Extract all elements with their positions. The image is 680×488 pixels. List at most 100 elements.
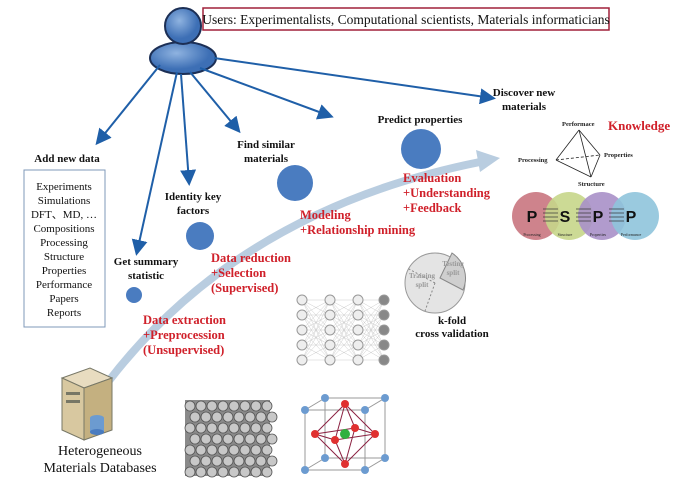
data-source-item: Simulations (38, 195, 91, 207)
similar-node (277, 165, 313, 201)
users-box (202, 7, 610, 31)
lattice-atom (321, 454, 329, 462)
lattice-atom (341, 460, 349, 468)
data-source-item: Properties (42, 265, 87, 277)
lattice-atom (331, 436, 339, 444)
pspp-label: Properties (590, 232, 607, 237)
data-source-item: Structure (44, 251, 84, 263)
stage-modeling: Modeling+Relationship mining (300, 208, 416, 237)
stage-extraction: Data extraction+Preprocession(Unsupervis… (143, 313, 226, 357)
knowledge-label: Knowledge (608, 118, 670, 133)
tetra-right: Properties (604, 152, 633, 159)
nn-node (378, 309, 390, 321)
lattice-atom (371, 430, 379, 438)
cross-validation-pie (404, 252, 466, 314)
tetra-left: Processing (518, 157, 548, 164)
lattice-atom (301, 466, 309, 474)
user-icon (149, 7, 217, 75)
nn-node (352, 354, 364, 366)
nn-node (352, 339, 364, 351)
nn-node (324, 354, 336, 366)
nn-node (324, 294, 336, 306)
lattice-atom (311, 430, 319, 438)
pspp-letter: S (560, 209, 571, 226)
lattice-atom (381, 394, 389, 402)
pspp-label: Processing (523, 232, 540, 237)
pspp-letter: P (593, 209, 604, 226)
data-source-item: Compositions (33, 223, 94, 235)
nn-node (296, 354, 308, 366)
predict-node (401, 129, 441, 169)
identity-node (186, 222, 214, 250)
pspp-label: Structure (558, 232, 573, 237)
lattice-atom (341, 400, 349, 408)
add-new-data-label: Add new data (34, 153, 100, 165)
nn-node (378, 324, 390, 336)
arrow-identity (180, 73, 197, 186)
flow-arc-head (476, 150, 500, 172)
nn-node (378, 339, 390, 351)
stage-reduction: Data reduction+Selection(Supervised) (211, 251, 291, 295)
arrow-add-data (95, 64, 161, 146)
data-source-item: DFT、MD, … (31, 209, 97, 221)
lattice-atom (361, 466, 369, 474)
nn-node (352, 324, 364, 336)
lattice-atom (301, 406, 309, 414)
data-source-item: Performance (36, 279, 92, 291)
pspp-letter: P (626, 209, 637, 226)
pspp-letter: P (527, 209, 538, 226)
predict-label: Predict properties (378, 114, 464, 126)
pspp-label: Performance (621, 232, 642, 237)
pspp-circle (578, 192, 626, 240)
arrow-summary (131, 71, 178, 256)
tetra-bottom: Structure (578, 181, 605, 188)
microscopy-particles (184, 400, 278, 478)
lattice-atom (361, 406, 369, 414)
nn-node (324, 324, 336, 336)
nn-node (324, 339, 336, 351)
database-server-icon (60, 367, 114, 441)
lattice-atom (321, 394, 329, 402)
stage-evaluation: Evaluation+Understanding+Feedback (403, 171, 491, 215)
pspp-circle (611, 192, 659, 240)
data-sources-box (23, 169, 106, 328)
nn-node (352, 309, 364, 321)
arrow-similar (189, 71, 241, 134)
lattice-atom (381, 454, 389, 462)
nn-node (324, 309, 336, 321)
pspp-circle (512, 192, 560, 240)
nn-node (378, 294, 390, 306)
arrow-discover (213, 57, 496, 105)
nn-node (296, 339, 308, 351)
pspp-chain: P Processing S Structure P Properties P Perform… (512, 192, 659, 240)
data-source-item: Papers (49, 293, 78, 305)
nn-node (296, 309, 308, 321)
data-source-item: Experiments (36, 181, 92, 193)
users-label: Users: Experimentalists, Computational s… (202, 12, 610, 27)
crystal-lattice-icon (301, 394, 389, 474)
nn-node (296, 294, 308, 306)
data-source-item: Reports (47, 307, 81, 319)
arrow-predict (199, 67, 334, 120)
lattice-center-atom (340, 429, 350, 439)
nn-node (352, 294, 364, 306)
nn-node (296, 324, 308, 336)
summary-node (126, 287, 142, 303)
pspp-circle (545, 192, 593, 240)
flow-arc (104, 158, 481, 385)
lattice-atom (351, 424, 359, 432)
tetrahedron-diagram (555, 129, 601, 178)
data-source-item: Processing (40, 237, 88, 249)
tetra-top: Performace (562, 121, 595, 128)
nn-node (378, 354, 390, 366)
